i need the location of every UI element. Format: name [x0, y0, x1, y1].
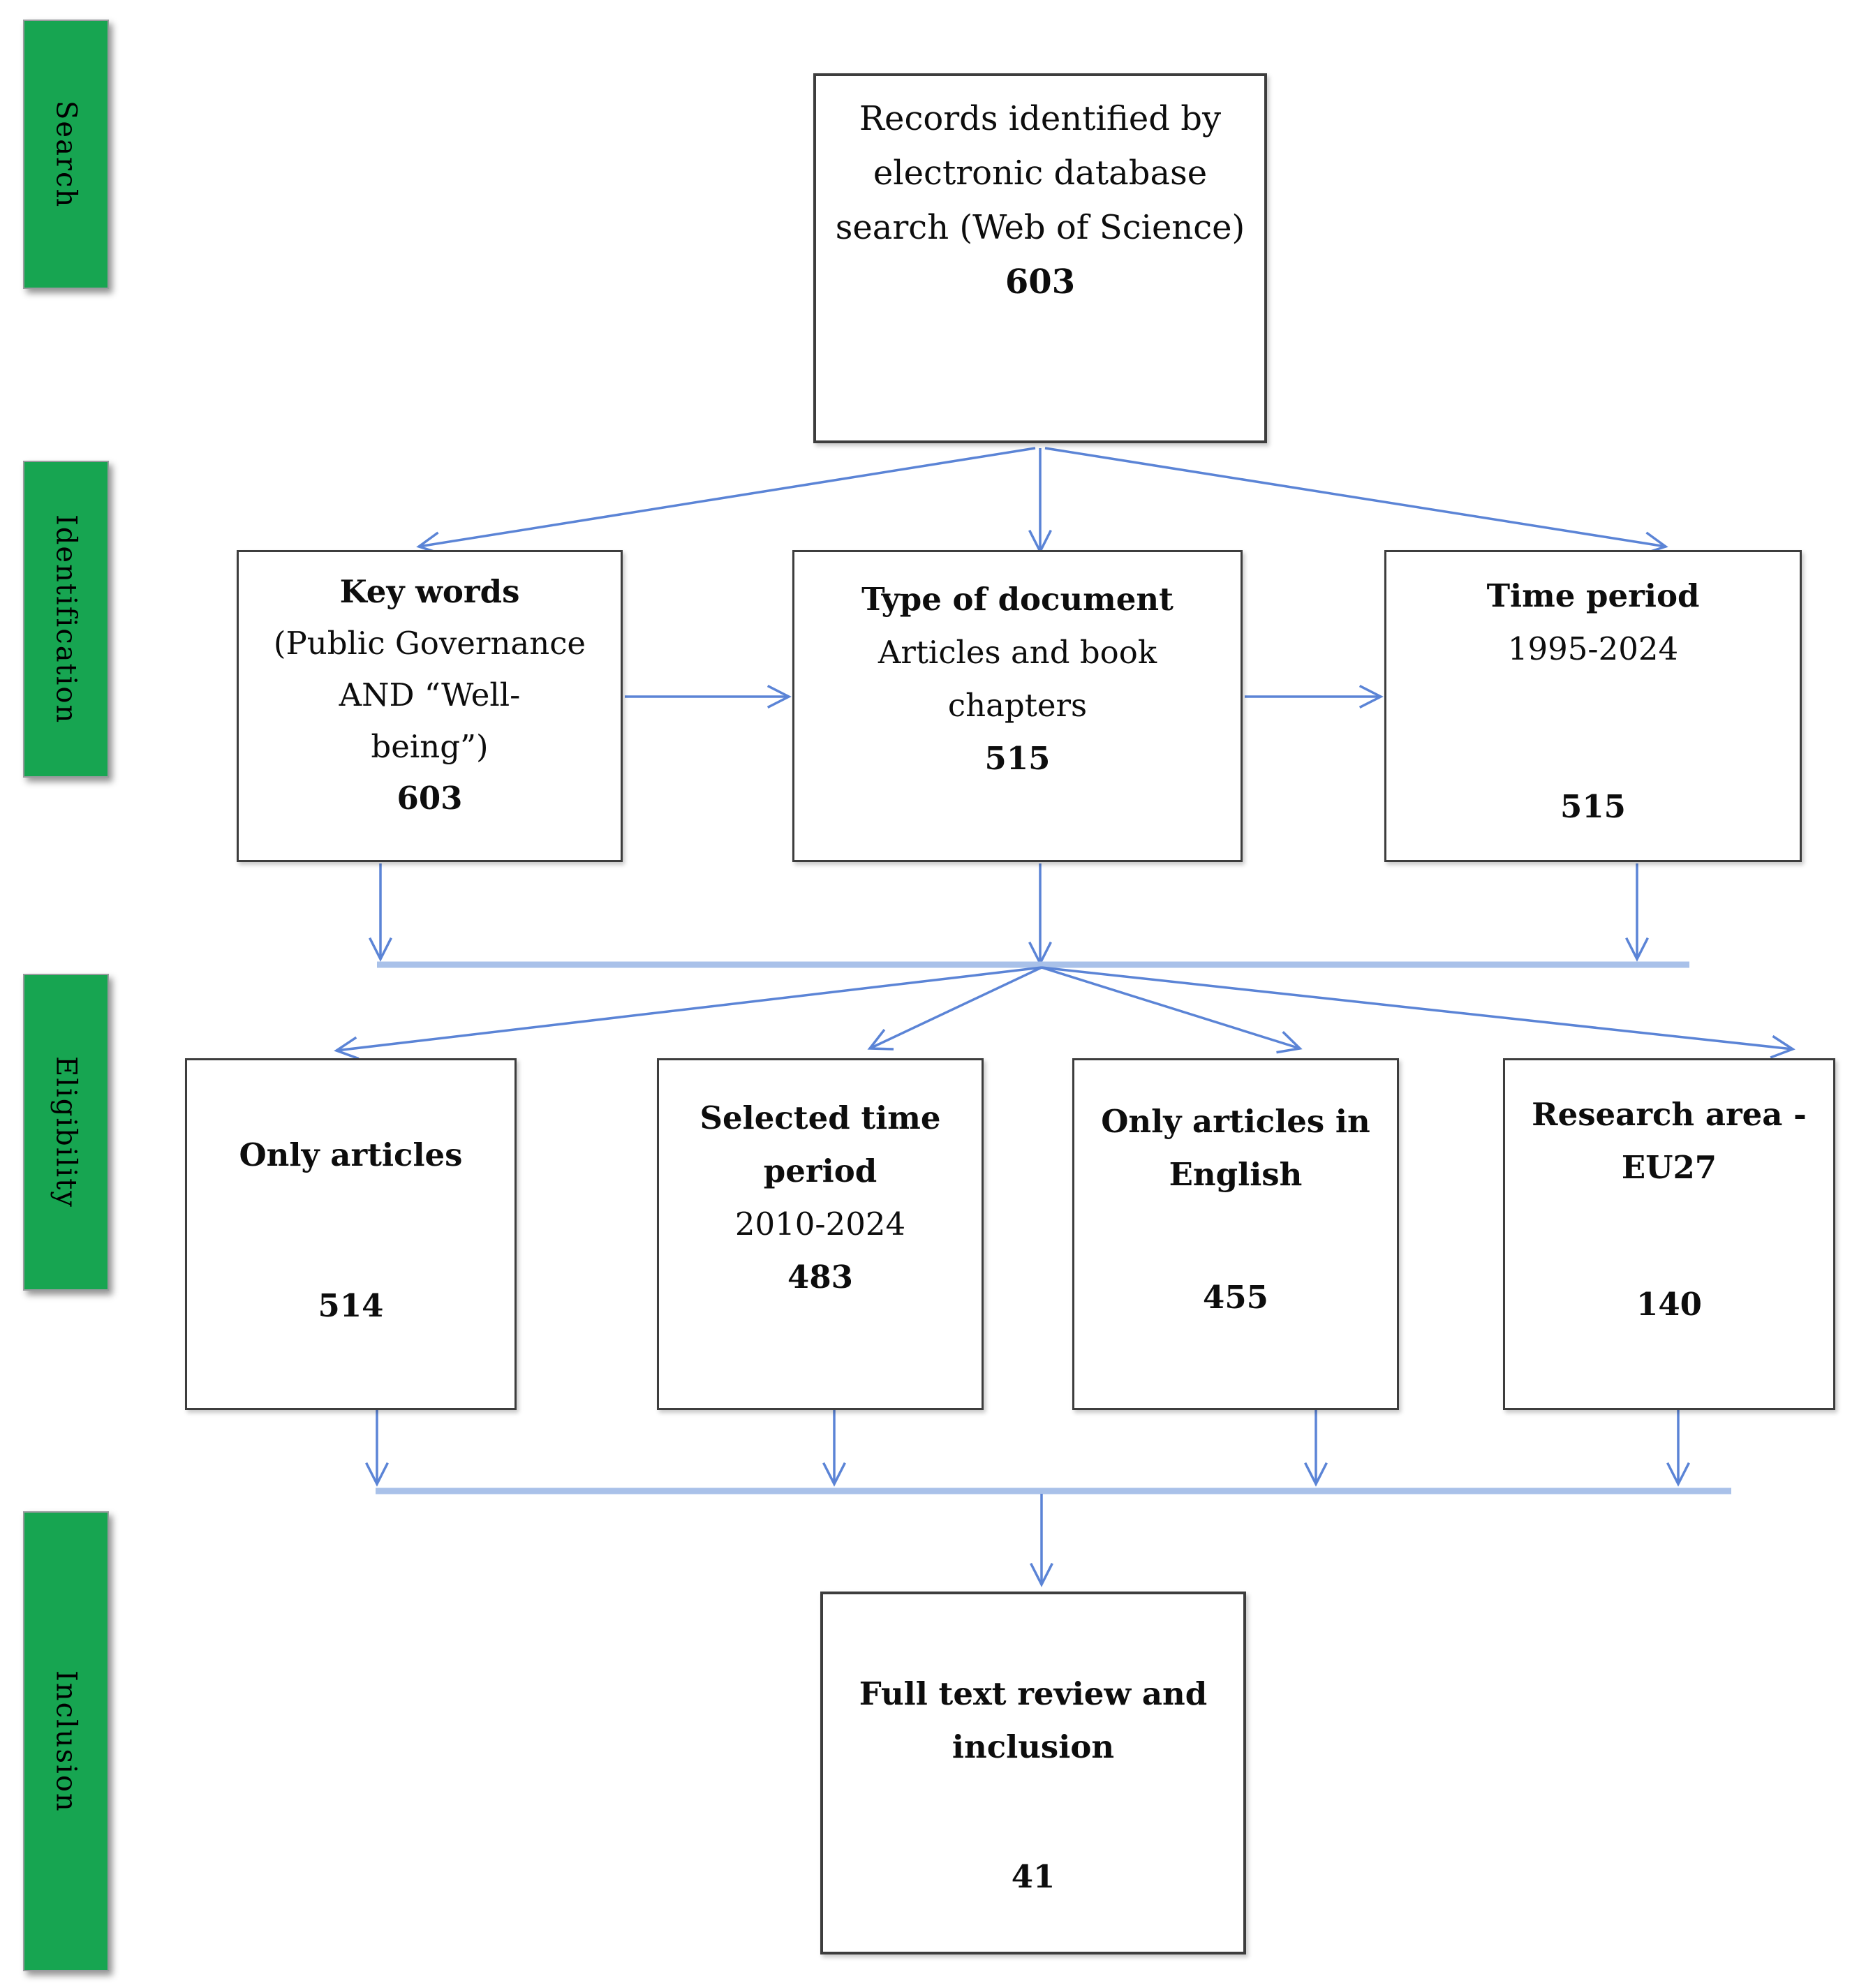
box-full-text-review: Full text review and inclusion 41 — [820, 1592, 1246, 1954]
box-line: electronic database — [873, 154, 1208, 193]
spacer — [823, 1774, 1243, 1850]
box-count: 483 — [787, 1259, 853, 1296]
box-only-articles-in-english: Only articles in English 455 — [1072, 1058, 1399, 1410]
box-line: chapters — [947, 687, 1088, 724]
stage-label-text: Eligibility — [50, 1056, 82, 1208]
box-title: Time period — [1486, 577, 1700, 614]
spacer — [1074, 1201, 1397, 1271]
stage-label-text: Search — [50, 100, 82, 209]
box-title: EU27 — [1621, 1149, 1717, 1186]
box-title: Only articles — [239, 1136, 463, 1173]
box-title: Selected time — [699, 1099, 941, 1136]
stage-label-eligibility: Eligibility — [23, 974, 109, 1291]
spacer — [187, 1182, 514, 1279]
box-count: 515 — [984, 740, 1051, 777]
box-line: 1995-2024 — [1507, 630, 1679, 667]
box-line: being”) — [371, 728, 489, 765]
box-only-articles: Only articles 514 — [185, 1058, 517, 1410]
box-count: 514 — [318, 1287, 384, 1324]
spacer — [1505, 1194, 1833, 1278]
box-time-period: Time period 1995-2024 515 — [1384, 550, 1802, 862]
box-title: Key words — [339, 573, 520, 610]
box-line: 2010-2024 — [734, 1206, 906, 1242]
box-line: (Public Governance — [273, 625, 586, 662]
box-count: 515 — [1560, 788, 1626, 825]
box-title: Only articles in — [1101, 1103, 1370, 1140]
spacer — [1386, 676, 1800, 780]
box-count: 140 — [1636, 1286, 1702, 1323]
box-title: Research area - — [1532, 1096, 1807, 1133]
box-line: search (Web of Science) — [835, 208, 1245, 247]
stage-label-inclusion: Inclusion — [23, 1511, 109, 1971]
box-line: AND “Well- — [339, 676, 521, 713]
box-count: 455 — [1203, 1279, 1268, 1316]
box-title: Type of document — [861, 581, 1173, 618]
box-count: 603 — [397, 780, 463, 817]
box-line: Articles and book — [878, 634, 1157, 671]
box-records-identified: Records identified by electronic databas… — [813, 73, 1267, 443]
box-title: English — [1169, 1156, 1303, 1193]
box-line: Records identified by — [859, 99, 1222, 138]
box-title: period — [763, 1152, 878, 1189]
stage-label-search: Search — [23, 20, 109, 289]
box-title: inclusion — [951, 1728, 1115, 1765]
box-research-area-eu27: Research area - EU27 140 — [1503, 1058, 1835, 1410]
box-selected-time-period: Selected time period 2010-2024 483 — [657, 1058, 984, 1410]
stage-label-text: Identification — [50, 514, 82, 725]
box-key-words: Key words (Public Governance AND “Well- … — [237, 550, 623, 862]
stage-label-text: Inclusion — [50, 1670, 82, 1813]
stage-label-identification: Identification — [23, 461, 109, 778]
box-title: Full text review and — [859, 1675, 1208, 1712]
box-count: 603 — [1005, 262, 1076, 302]
box-count: 41 — [1011, 1858, 1056, 1895]
box-type-of-document: Type of document Articles and book chapt… — [792, 550, 1243, 862]
